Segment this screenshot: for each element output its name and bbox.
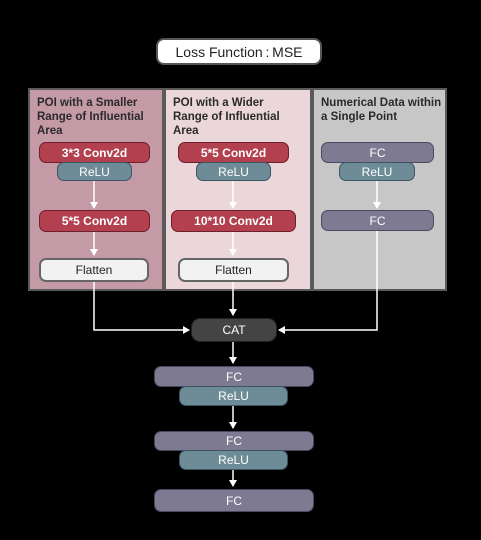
panel-numerical: Numerical Data within a Single Point xyxy=(312,88,447,291)
panel-wide-range: POI with a Wider Range of Influential Ar… xyxy=(164,88,312,291)
p1-relu-box: ReLU xyxy=(57,162,132,181)
p3-fc1-box: FC xyxy=(321,142,434,163)
head-fc1-box: FC xyxy=(154,366,314,387)
head-relu2-box: ReLU xyxy=(179,450,288,470)
head-fc2-box: FC xyxy=(154,431,314,451)
p1-flatten-box: Flatten xyxy=(39,258,149,282)
p2-conv2-box: 10*10 Conv2d xyxy=(171,210,296,232)
p3-fc2-box: FC xyxy=(321,210,434,231)
head-relu1-box: ReLU xyxy=(179,386,288,406)
arrow-p3-to-cat xyxy=(278,231,378,334)
panel-numerical-title: Numerical Data within a Single Point xyxy=(321,97,442,123)
panel-small-range-title: POI with a Smaller Range of Influential … xyxy=(37,97,144,137)
p2-flatten-box: Flatten xyxy=(178,258,289,282)
loss-function-label: Loss Function : MSE xyxy=(156,38,322,65)
panel-small-range: POI with a Smaller Range of Influential … xyxy=(28,88,164,291)
p2-relu-box: ReLU xyxy=(196,162,271,181)
p3-relu-box: ReLU xyxy=(339,162,415,181)
panel-wide-range-title: POI with a Wider Range of Influential Ar… xyxy=(173,97,280,137)
p1-conv1-box: 3*3 Conv2d xyxy=(39,142,150,163)
cat-box: CAT xyxy=(191,318,277,342)
p2-conv1-box: 5*5 Conv2d xyxy=(178,142,289,163)
arrow-p1-to-cat xyxy=(93,281,190,334)
head-fc3-box: FC xyxy=(154,489,314,512)
p1-conv2-box: 5*5 Conv2d xyxy=(39,210,150,232)
